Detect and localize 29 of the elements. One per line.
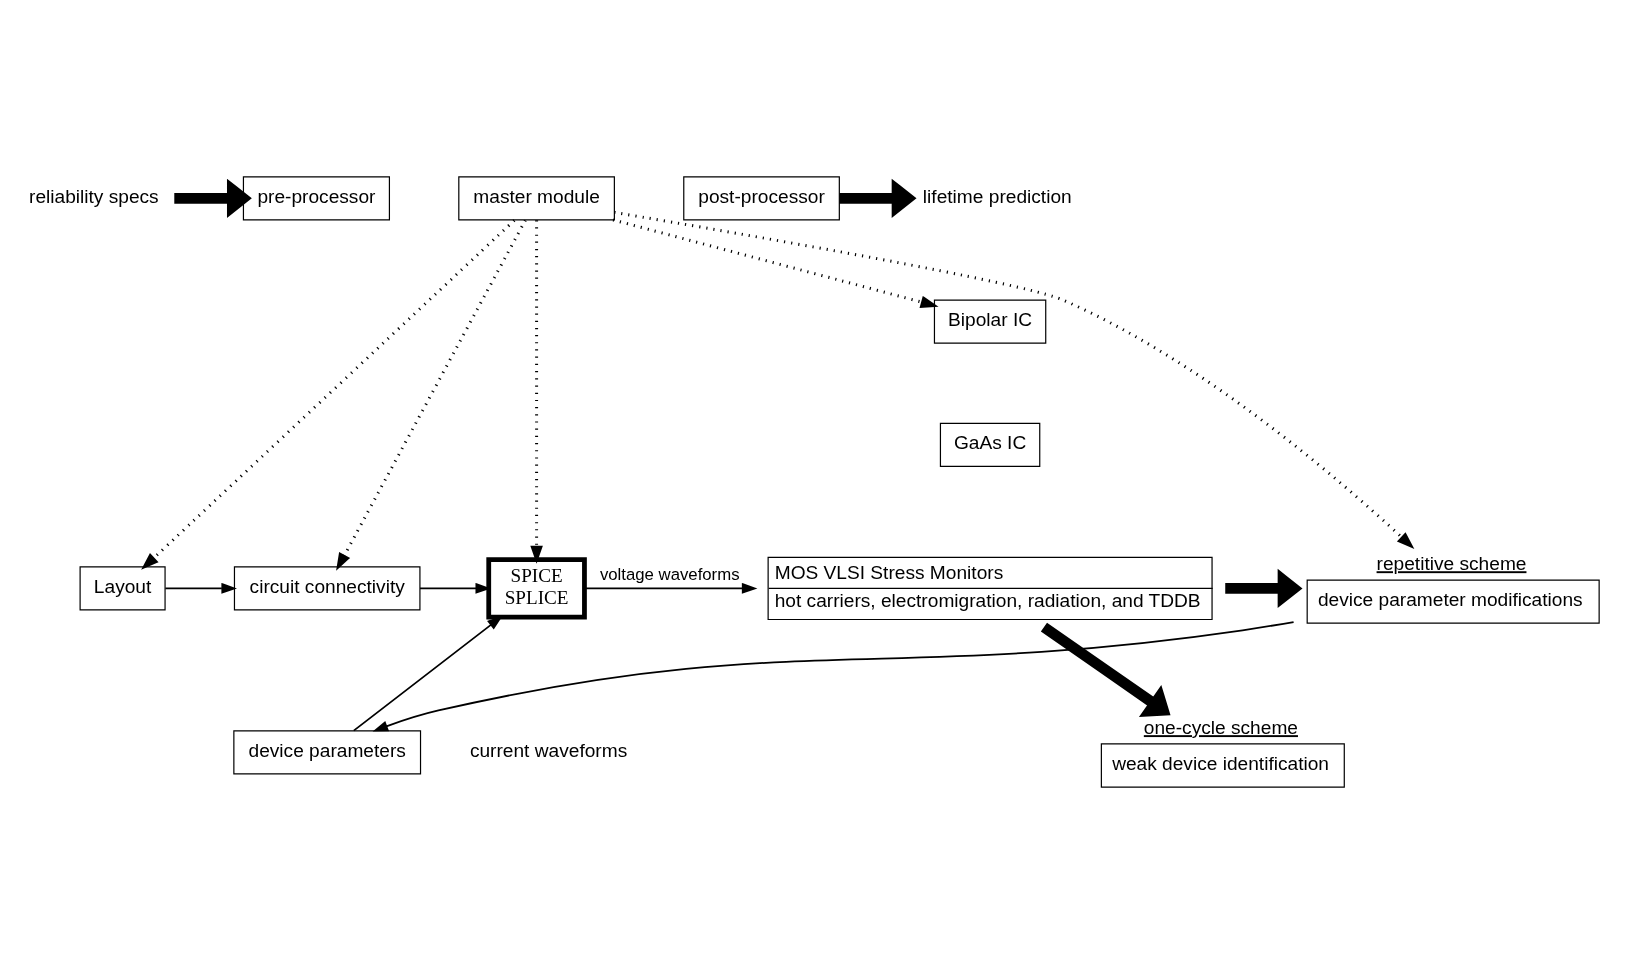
arrow xyxy=(1040,622,1171,717)
node-box: SPICE SPLICE xyxy=(486,556,587,619)
node-box: device parameters xyxy=(233,729,422,774)
node-box: circuit connectivity xyxy=(233,565,421,611)
arrow xyxy=(614,210,1415,549)
node-box: master module xyxy=(458,175,615,220)
node-box: device parameter modifications xyxy=(1306,578,1600,624)
node-label: one-cycle scheme xyxy=(1143,716,1298,738)
arrow xyxy=(612,217,939,308)
label: current waveforms xyxy=(469,739,628,761)
node-text: lifetime prediction xyxy=(922,185,1072,207)
arrow xyxy=(372,620,1295,732)
node-box: post-processor xyxy=(683,175,840,220)
arrow xyxy=(141,218,516,570)
node-box: Layout xyxy=(79,565,166,611)
arrow xyxy=(839,178,917,218)
edge-label: voltage waveforms xyxy=(599,564,740,584)
arrow xyxy=(530,219,543,564)
node-box: GaAs IC xyxy=(939,422,1041,467)
node-label: repetitive scheme xyxy=(1376,552,1527,574)
arrow xyxy=(1225,568,1303,608)
node-box: weak device identification xyxy=(1100,742,1345,788)
node-box: Bipolar IC xyxy=(933,298,1047,344)
node-box: pre-processor xyxy=(242,175,391,220)
arrow xyxy=(583,582,758,594)
arrow xyxy=(164,582,237,594)
node-text: reliability specs xyxy=(29,185,159,207)
arrow xyxy=(336,219,527,571)
arrow xyxy=(174,178,252,218)
